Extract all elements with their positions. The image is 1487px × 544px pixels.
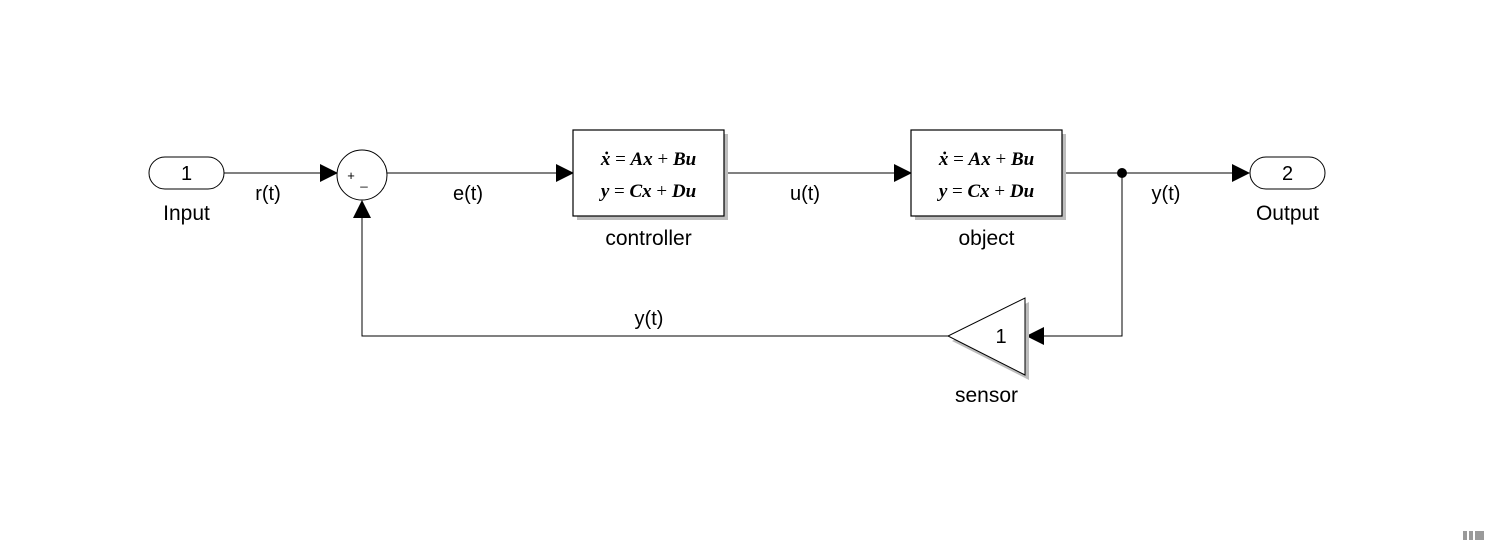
arrow-r-icon (320, 164, 338, 182)
object-box[interactable] (910, 129, 1063, 217)
arrow-y-out-icon (1232, 164, 1250, 182)
sensor-label: sensor (955, 384, 1018, 407)
inport-label: Input (163, 202, 210, 225)
controller-equation-output: y = Cx + Du (599, 181, 696, 202)
arrow-feedback-icon (353, 200, 371, 218)
outport-number: 2 (1282, 163, 1293, 185)
signal-label-e: e(t) (453, 183, 483, 205)
object-block[interactable]: ẋ = Ax + Bu y = Cx + Du object (910, 129, 1066, 250)
signal-label-y-feedback: y(t) (635, 308, 664, 330)
sum-circle[interactable] (336, 149, 388, 201)
sum-block[interactable]: + _ (336, 149, 388, 201)
sum-bottom-sign: _ (359, 173, 368, 188)
wire-y-branch[interactable] (1044, 173, 1123, 337)
signal-labels: r(t) e(t) u(t) y(t) y(t) (255, 183, 1180, 330)
wire-y-feedback[interactable] (361, 218, 948, 337)
wires (224, 164, 1250, 345)
sensor-gain: 1 (995, 326, 1006, 348)
inport-block[interactable]: 1 Input (148, 156, 225, 225)
object-equation-output: y = Cx + Du (937, 181, 1034, 202)
object-label: object (958, 227, 1014, 250)
arrow-u-icon (894, 164, 912, 182)
signal-label-y-out: y(t) (1152, 183, 1181, 205)
sum-top-sign: + (347, 168, 355, 183)
model-status-indicator-icon (1463, 531, 1484, 540)
outport-label: Output (1256, 202, 1319, 225)
inport-number: 1 (181, 163, 192, 185)
arrow-e-icon (556, 164, 574, 182)
signal-label-u: u(t) (790, 183, 820, 205)
inport-shape[interactable] (148, 156, 225, 190)
controller-box[interactable] (572, 129, 725, 217)
sensor-triangle[interactable] (946, 297, 1026, 376)
outport-shape[interactable] (1249, 156, 1326, 190)
controller-equation-state: ẋ = Ax + Bu (600, 149, 696, 170)
outport-block[interactable]: 2 Output (1249, 156, 1326, 225)
arrow-sensor-in-icon (1026, 327, 1044, 345)
sensor-block[interactable]: 1 sensor (946, 297, 1029, 407)
controller-block[interactable]: ẋ = Ax + Bu y = Cx + Du controller (572, 129, 728, 250)
signal-label-r: r(t) (255, 183, 281, 205)
object-equation-state: ẋ = Ax + Bu (938, 149, 1034, 170)
controller-label: controller (605, 227, 691, 250)
